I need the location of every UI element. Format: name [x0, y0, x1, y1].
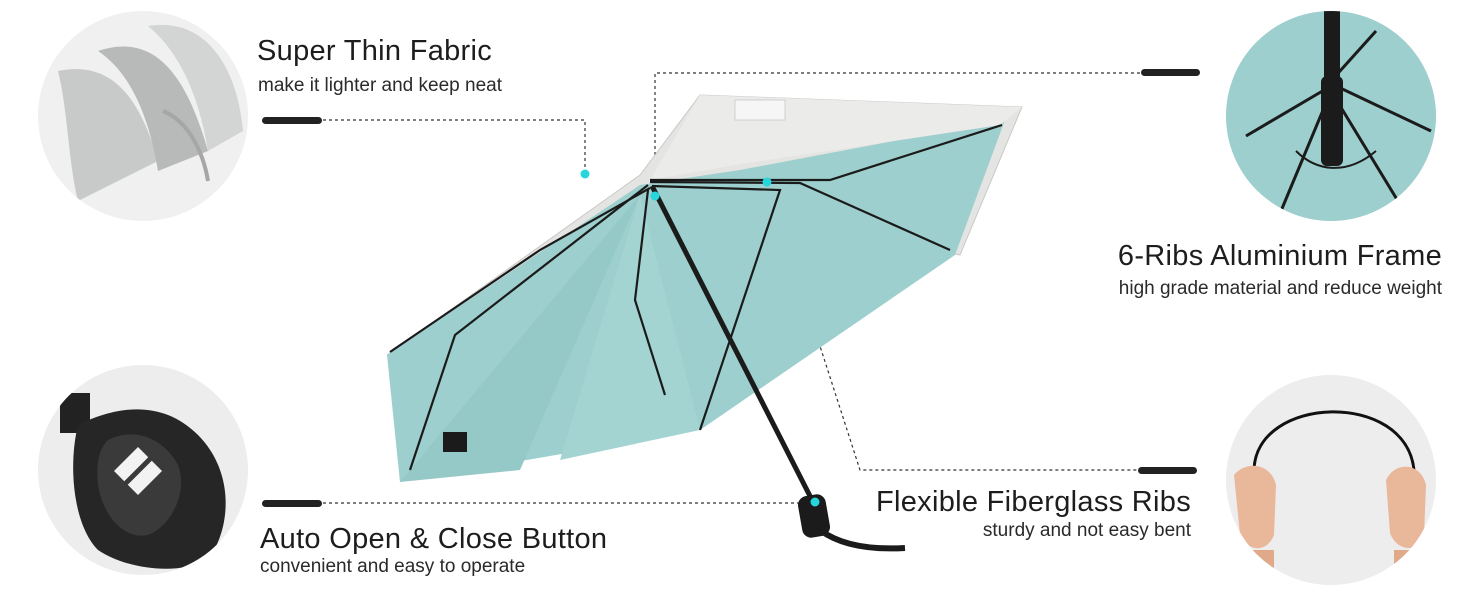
button-title: Auto Open & Close Button: [260, 523, 608, 555]
frame-photo: [1226, 11, 1436, 221]
umbrella-frame-icon: [1245, 11, 1432, 212]
fabric-marker: [580, 169, 590, 179]
leader-lines: [323, 72, 1140, 504]
frame-bar: [1141, 69, 1200, 76]
button-bar: [262, 500, 322, 507]
frame-desc: high grade material and reduce weight: [1118, 278, 1442, 299]
ribs-marker: [762, 177, 772, 187]
fabric-bar: [262, 117, 322, 124]
bent-rib-icon: [1234, 410, 1426, 585]
feature-markers: [580, 169, 820, 507]
ribs-photo: [1226, 375, 1436, 585]
button-marker: [810, 497, 820, 507]
button-desc: convenient and easy to operate: [260, 556, 526, 577]
frame-marker: [650, 191, 660, 201]
umbrella-shaft: [649, 184, 906, 552]
button-photo: [38, 365, 248, 575]
umbrella-ribs: [389, 123, 1003, 471]
ribs-title: Flexible Fiberglass Ribs: [875, 486, 1191, 518]
ribs-desc: sturdy and not easy bent: [982, 520, 1191, 541]
fabric-title: Super Thin Fabric: [257, 35, 493, 67]
silver-fabric-icon: [58, 24, 243, 201]
ribs-bar: [1138, 467, 1197, 474]
fabric-desc: make it lighter and keep neat: [258, 75, 502, 96]
umbrella-canopy: [386, 94, 1023, 482]
handle-button-icon: [60, 393, 226, 569]
frame-title: 6-Ribs Aluminium Frame: [1117, 240, 1442, 272]
fabric-photo: [38, 11, 248, 221]
